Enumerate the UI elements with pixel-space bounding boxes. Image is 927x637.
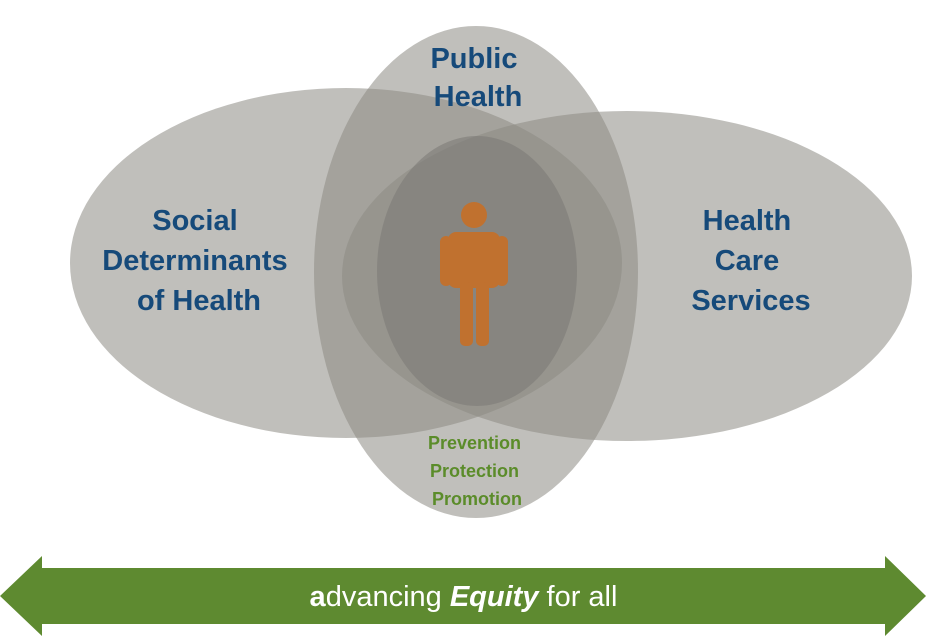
label-public-health-line: Health	[434, 81, 523, 113]
outcome-promotion: Promotion	[432, 489, 522, 509]
outcome-prevention: Prevention	[428, 433, 521, 453]
label-social-determinants-line: Determinants	[102, 245, 287, 277]
label-health-care-services: Health Care Services	[691, 205, 810, 317]
label-health-care-services-line: Services	[691, 285, 810, 317]
label-social-determinants-line: Social	[152, 205, 237, 237]
label-public-health-line: Public	[430, 43, 517, 75]
label-public-health: Public Health	[430, 43, 525, 113]
outcome-protection: Protection	[430, 461, 519, 481]
label-social-determinants-line: of Health	[137, 285, 261, 317]
person-icon	[440, 202, 508, 346]
equity-banner-arrow	[0, 556, 926, 636]
label-social-determinants: Social Determinants of Health	[102, 205, 295, 317]
label-health-care-services-line: Care	[715, 245, 780, 277]
double-arrow-shape	[0, 556, 926, 636]
outcomes-list: Prevention Protection Promotion	[428, 433, 526, 509]
equity-banner-text: advancing Equity for all	[0, 576, 927, 618]
banner-tail: for all	[538, 581, 618, 613]
banner-lead-rest: dvancing	[325, 581, 450, 613]
banner-emphasis: Equity	[449, 581, 539, 613]
banner-lead-letter: a	[309, 581, 326, 613]
label-health-care-services-line: Health	[703, 205, 792, 237]
